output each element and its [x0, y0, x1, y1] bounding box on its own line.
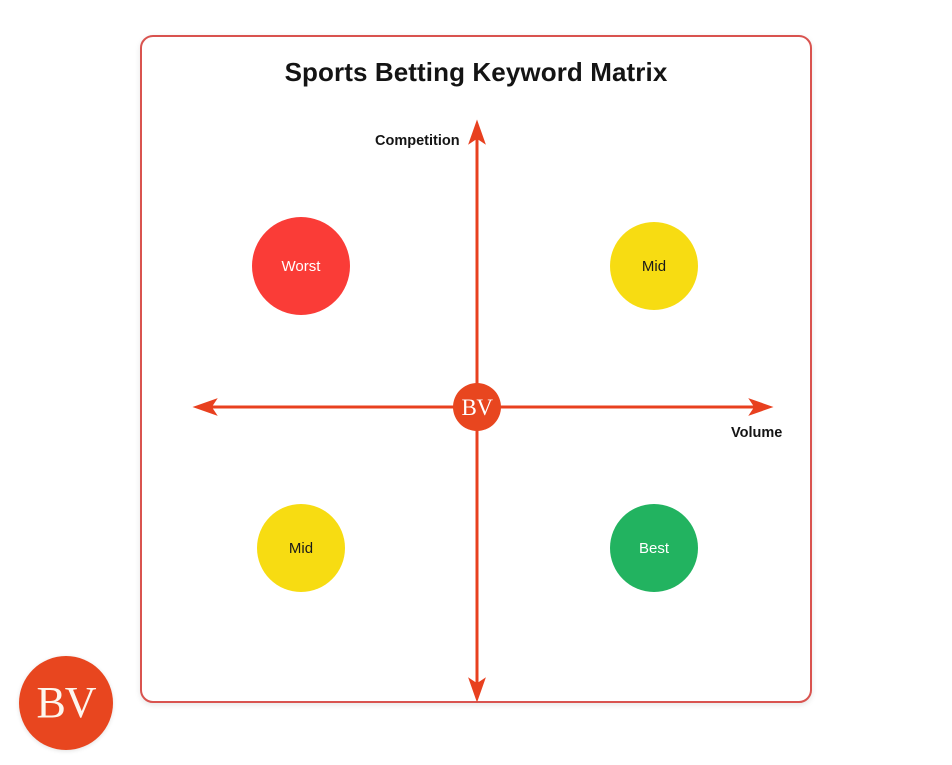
keyword-matrix-card: Sports Betting Keyword Matrix Competitio…: [140, 35, 812, 703]
brand-logo: BV: [19, 656, 113, 750]
quadrant-bubble-top-right[interactable]: Mid: [610, 222, 698, 310]
quadrant-bubble-bottom-left[interactable]: Mid: [257, 504, 345, 592]
page-title: Sports Betting Keyword Matrix: [284, 57, 668, 87]
y-axis-label: Competition: [375, 133, 460, 149]
brand-monogram: BV: [36, 678, 96, 727]
matrix-plot-area: Competition Volume Worst Mid Mid Best BV: [142, 37, 810, 703]
bubble-label: Worst: [281, 257, 321, 275]
quadrant-bubble-top-left[interactable]: Worst: [252, 217, 350, 315]
bubble-label: Mid: [288, 539, 314, 557]
bubble-label: Mid: [641, 257, 667, 275]
quadrant-bubble-bottom-right[interactable]: Best: [610, 504, 698, 592]
x-axis-label: Volume: [731, 425, 783, 441]
bubble-label: Best: [638, 539, 669, 557]
axes-svg: [192, 119, 774, 703]
origin-brand-badge: BV: [453, 383, 501, 431]
brand-monogram: BV: [461, 394, 493, 420]
